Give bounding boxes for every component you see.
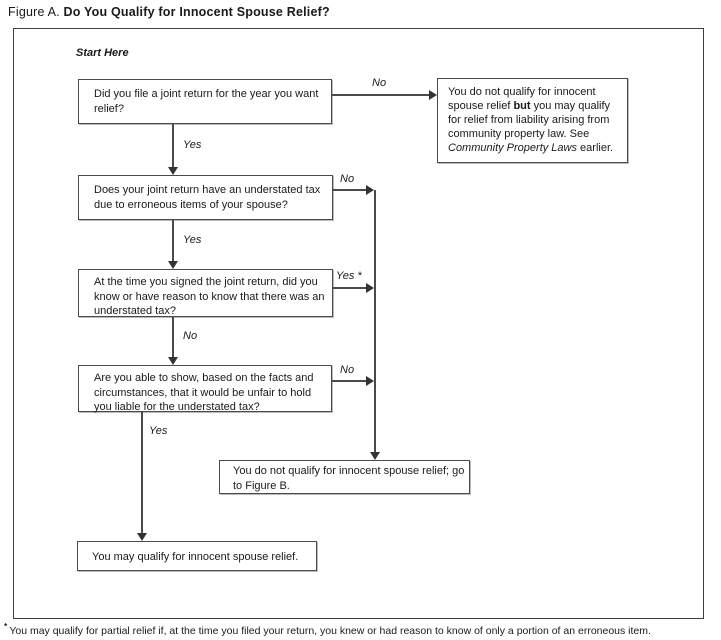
arrowhead-collector-icon (370, 452, 380, 460)
box-go-to-figure-b-outcome: You do not qualify for innocent spouse r… (219, 460, 470, 494)
connector-q4-no-line (332, 380, 366, 382)
arrowhead-q4-yes-icon (137, 533, 147, 541)
box-community-property-outcome: You do not qualify for innocent spouse r… (437, 78, 628, 163)
label-q2-no: No (340, 173, 355, 185)
arrowhead-q2-no-icon (366, 185, 374, 195)
arrowhead-q3-no-icon (168, 357, 178, 365)
community-text-1: You do not qualify for innocent spouse r… (448, 86, 596, 112)
box-reason-to-know-question: At the time you signed the joint return,… (78, 269, 333, 317)
arrowhead-q4-no-icon (366, 376, 374, 386)
label-q4-no: No (340, 364, 355, 376)
connector-q1-no-line (332, 94, 430, 96)
arrowhead-q3-yes-icon (366, 283, 374, 293)
connector-q2-yes-line (172, 220, 174, 261)
box-understated-tax-question: Does your joint return have an understat… (78, 175, 333, 220)
connector-q3-yes-line (333, 287, 366, 289)
figure-title: Figure A. Do You Qualify for Innocent Sp… (8, 5, 330, 19)
connector-q3-no-line (172, 317, 174, 357)
community-text-2: you may qualify for relief from liabilit… (448, 100, 611, 140)
footnote-asterisk: * (4, 621, 8, 631)
label-q3-yes: Yes * (336, 270, 362, 282)
community-text-italic: Community Property Laws (448, 142, 577, 154)
connector-q2-no-line (333, 189, 366, 191)
label-q1-yes: Yes (183, 139, 202, 151)
figure-title-main: Do You Qualify for Innocent Spouse Relie… (63, 5, 330, 19)
footnote-text: You may qualify for partial relief if, a… (9, 624, 651, 637)
start-here-label: Start Here (76, 47, 129, 59)
label-q1-no: No (372, 77, 387, 89)
arrowhead-q1-yes-icon (168, 167, 178, 175)
figure-title-prefix: Figure A. (8, 5, 64, 19)
label-q4-yes: Yes (149, 425, 168, 437)
connector-collector-line (374, 190, 376, 452)
box-may-qualify-outcome: You may qualify for innocent spouse reli… (77, 541, 317, 571)
footnote: *You may qualify for partial relief if, … (4, 621, 651, 637)
arrowhead-q1-no-icon (429, 90, 437, 100)
arrowhead-q2-yes-icon (168, 261, 178, 269)
label-q2-yes: Yes (183, 234, 202, 246)
community-text-bold: but (513, 100, 531, 112)
label-q3-no: No (183, 330, 198, 342)
box-unfair-to-hold-question: Are you able to show, based on the facts… (78, 365, 332, 413)
connector-q4-yes-line (141, 412, 143, 533)
flowchart-frame (13, 28, 704, 619)
box-joint-return-question: Did you file a joint return for the year… (78, 79, 332, 124)
community-text-3: earlier. (577, 142, 614, 154)
connector-q1-yes-line (172, 124, 174, 167)
